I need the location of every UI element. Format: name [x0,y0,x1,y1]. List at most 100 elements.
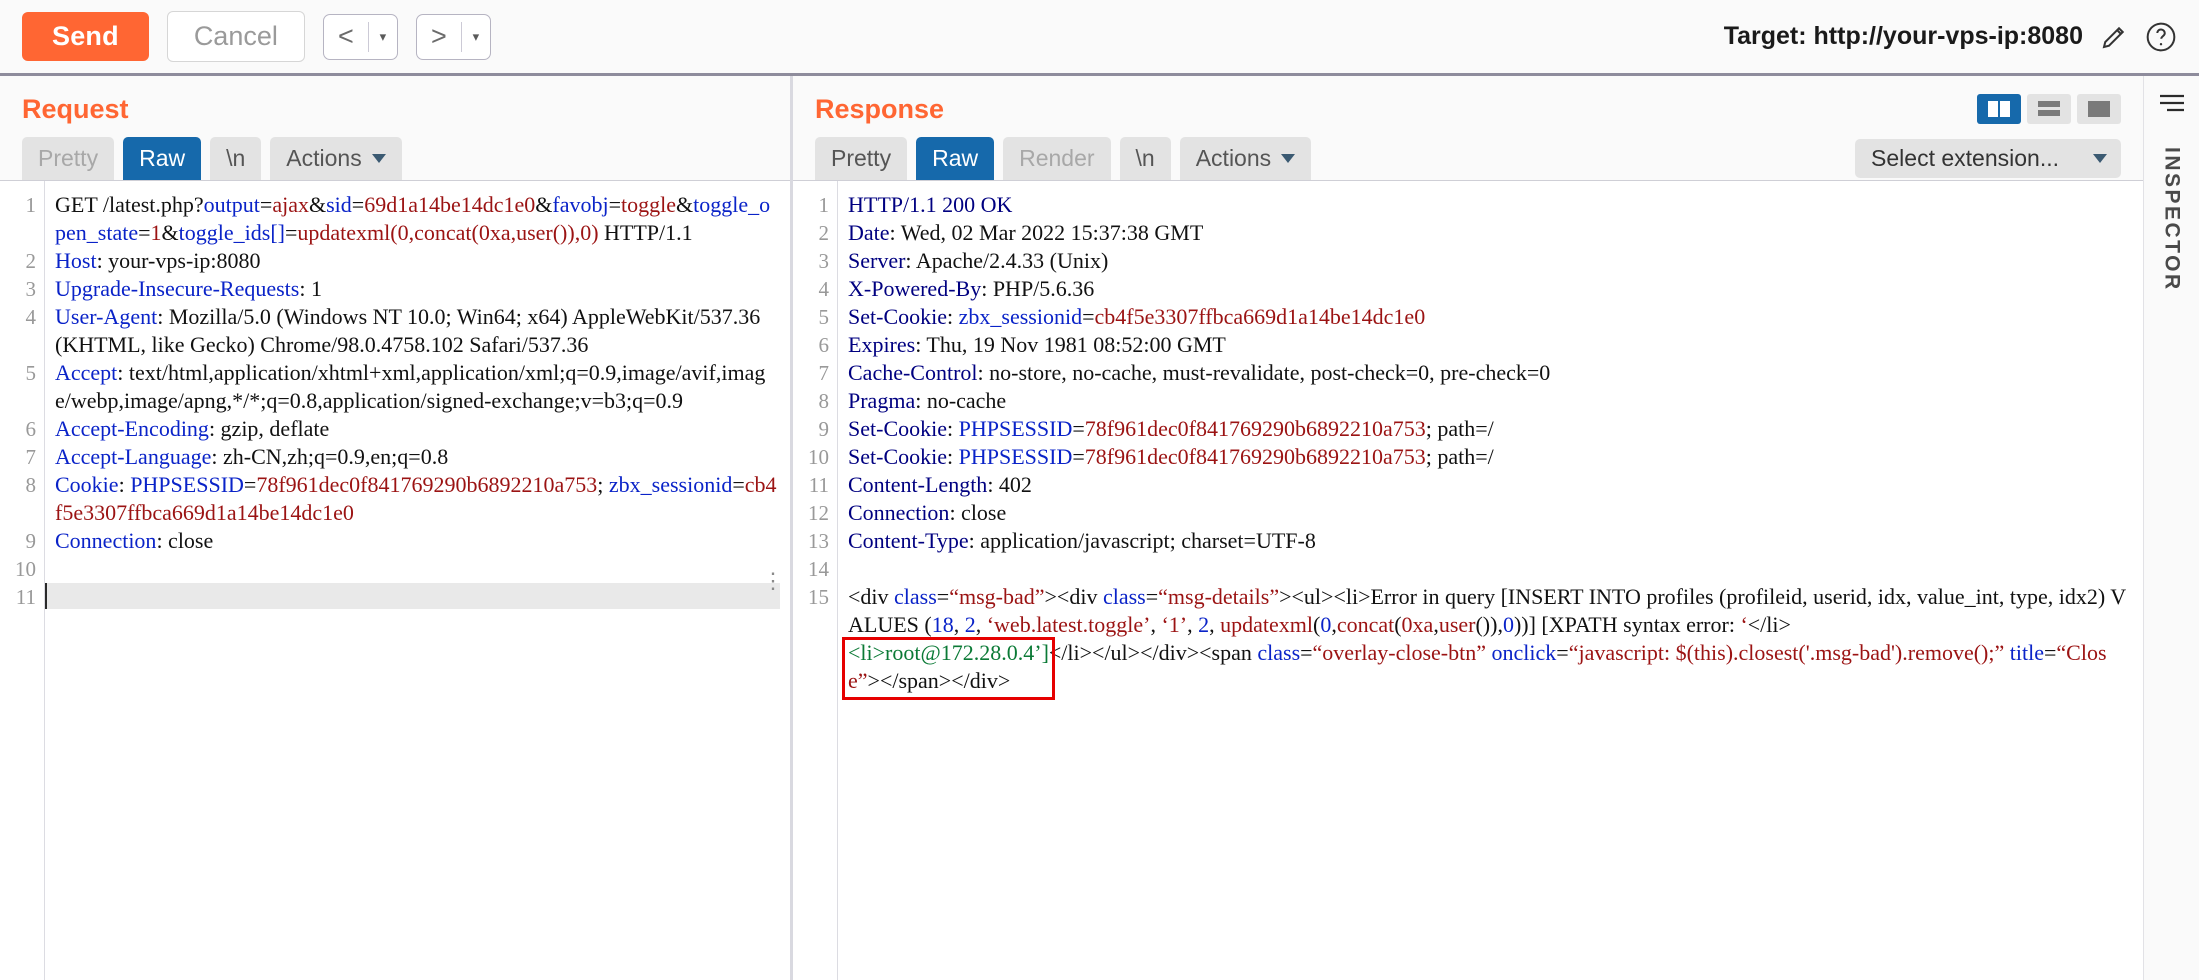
line-number: 8 [25,473,37,498]
code-line: X-Powered-By: PHP/5.6.36 [848,275,2133,303]
back-arrow-icon[interactable]: < [337,21,354,51]
target-area: Target: http://your-vps-ip:8080 [1724,21,2177,53]
code-token: “msg-bad” [949,584,1045,610]
request-code[interactable]: GET /latest.php?output=ajax&sid=69d1a14b… [44,181,790,980]
code-token: ><ul><li>Error in query [INSERT INTO pro… [848,584,2127,638]
code-token: , [1433,612,1439,638]
code-line: Expires: Thu, 19 Nov 1981 08:52:00 GMT [848,331,2133,359]
code-token: ))] [XPATH syntax error: [1513,612,1741,638]
code-token: favobj [552,192,609,218]
code-token: , [1150,612,1162,638]
code-token: Expires [848,332,916,358]
tab-n[interactable]: \n [1119,137,1171,181]
tab-actions[interactable]: Actions [270,137,402,181]
code-token: class [894,584,937,610]
tab-raw[interactable]: Raw [916,137,995,181]
pane-splitter[interactable] [790,76,793,980]
code-token: = [1556,640,1569,666]
code-token: Cache-Control [848,360,978,386]
tab-pretty[interactable]: Pretty [22,137,115,181]
tab-actions[interactable]: Actions [1179,137,1312,181]
code-token: ‘web.latest.toggle’ [986,612,1151,638]
hamburger-icon[interactable] [2157,90,2187,121]
code-token: : 402 [987,472,1032,498]
code-token: concat [1336,612,1395,638]
code-token: 2 [1198,612,1210,638]
pencil-icon[interactable] [2099,22,2129,52]
back-chevron-down-icon[interactable]: ▾ [379,28,387,44]
cancel-button[interactable]: Cancel [166,11,305,62]
code-token: “Close” [848,640,2107,694]
code-token: : [947,304,959,330]
response-title: Response [815,94,945,124]
tab-pretty[interactable]: Pretty [815,137,908,181]
request-resize-handle[interactable]: ⋮ [762,567,784,593]
split-vertical-view[interactable] [1977,94,2021,124]
code-token: , [975,612,987,638]
code-token: </li></ul></div><span [1048,640,1258,666]
line-number: 8 [818,389,830,414]
text-cursor[interactable] [45,583,780,610]
code-token: PHPSESSID [958,416,1073,442]
code-line: Set-Cookie: zbx_sessionid=cb4f5e3307ffbc… [848,303,2133,331]
code-token: = [1082,304,1095,330]
code-token: Content-Length [848,472,988,498]
inspector-label[interactable]: INSPECTOR [2160,147,2184,292]
single-pane-view[interactable] [2077,94,2121,124]
code-token: zbx_sessionid [958,304,1083,330]
forward-chevron-down-icon[interactable]: ▾ [472,28,480,44]
back-split-button[interactable]: < ▾ [322,13,398,60]
select-extension-dropdown[interactable]: Select extension... [1855,139,2121,179]
line-number: 3 [818,249,830,274]
code-token: Host [55,248,97,274]
code-line: GET /latest.php?output=ajax&sid=69d1a14b… [55,191,780,247]
code-token: : Thu, 19 Nov 1981 08:52:00 GMT [915,332,1226,358]
code-token: , [1331,612,1337,638]
code-token: User-Agent [55,304,158,330]
code-token: : 1 [299,276,322,302]
split-horizontal-view[interactable] [2027,94,2071,124]
code-token: 0 [1320,612,1332,638]
code-token: PHPSESSID [958,444,1073,470]
code-token: ajax [272,192,309,218]
code-token: = [608,192,622,218]
code-token: “javascript: $(this).closest('.msg-bad')… [1568,640,2005,666]
code-token: <li>root@172.28.0.4’] [848,640,1049,666]
code-token: 78f961dec0f841769290b6892210a753 [1084,444,1426,470]
code-token: Set-Cookie [848,416,947,442]
tab-render[interactable]: Render [1003,137,1111,181]
tab-raw[interactable]: Raw [123,137,202,181]
code-token: PHPSESSID [130,472,244,498]
code-token: : PHP/5.6.36 [981,276,1095,302]
forward-arrow-icon[interactable]: > [430,21,447,51]
code-token: class [1102,584,1146,610]
chevron-down-icon [2093,154,2107,164]
code-token: “msg-details” [1158,584,1280,610]
code-token: : Apache/2.4.33 (Unix) [905,248,1109,274]
line-number: 11 [15,585,36,610]
code-token: toggle_open_state [55,192,771,246]
tab-n[interactable]: \n [210,137,262,181]
code-line [848,555,2133,583]
code-line: Upgrade-Insecure-Requests: 1 [55,275,780,303]
code-line [45,583,780,611]
back-split-divider [367,21,369,52]
send-button[interactable]: Send [22,12,149,61]
line-number: 7 [25,445,37,470]
code-token: sid [326,192,352,218]
line-number: 10 [808,445,829,470]
code-token: Content-Type [848,528,969,554]
line-number: 4 [25,305,37,330]
code-token: Accept-Language [55,444,212,470]
question-mark-icon[interactable] [2145,21,2177,53]
forward-split-button[interactable]: > ▾ [415,13,491,60]
code-token: toggle [621,192,677,218]
code-token: ‘ [1740,612,1748,638]
code-token: 2 [964,612,976,638]
code-token: Connection [848,500,950,526]
